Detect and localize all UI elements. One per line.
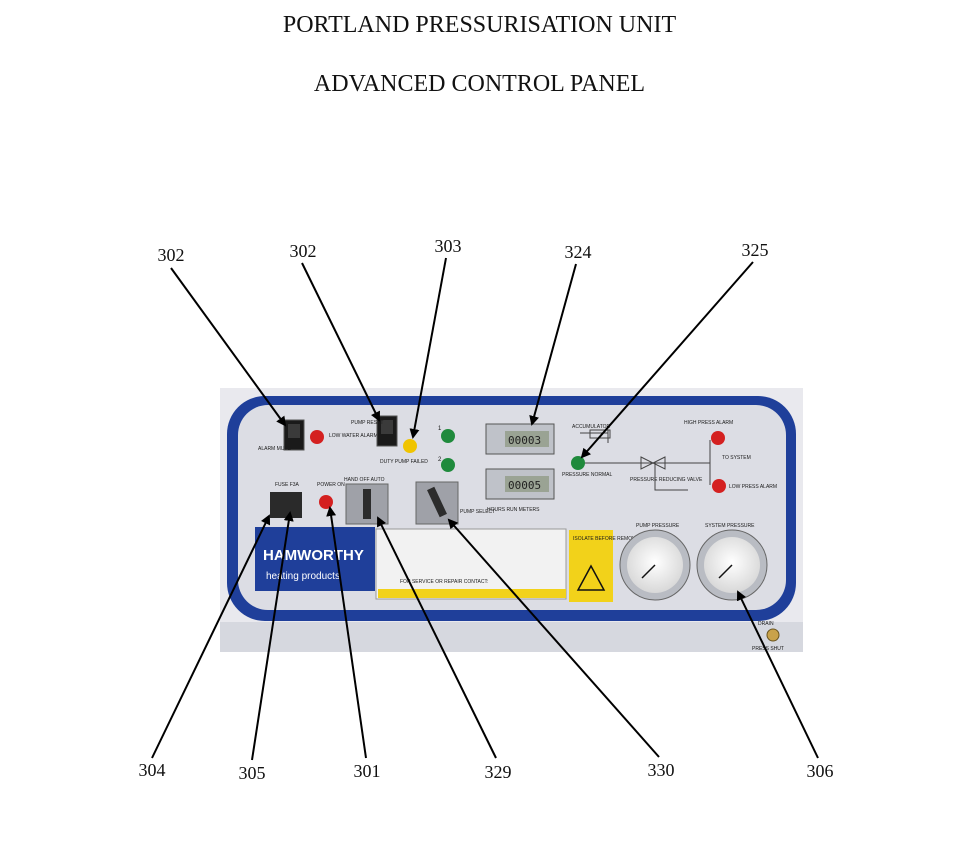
to-system-label: TO SYSTEM xyxy=(722,455,751,461)
isolate-warning-text: ISOLATE BEFORE REMOVING COVER xyxy=(573,536,664,542)
instructions-plate xyxy=(375,528,567,600)
pressure-normal-label: PRESSURE NORMAL xyxy=(562,472,613,478)
press-shut-label: PRESS SHUT xyxy=(752,646,784,652)
accumulator-symbol xyxy=(589,429,611,439)
leader-302-pump-reset xyxy=(301,262,380,422)
drain-label: DRAIN xyxy=(758,621,774,627)
pump-1-lamp xyxy=(441,429,455,443)
low-press-alarm-lamp xyxy=(712,479,726,493)
low-water-alarm-lamp xyxy=(310,430,324,444)
control-panel-photo: ALARM MUTE LOW WATER ALARM PUMP RESET DU… xyxy=(220,388,803,652)
power-on-lamp xyxy=(319,495,333,509)
pump-reset-label: PUMP RESET xyxy=(351,420,383,426)
brand-plate xyxy=(255,527,375,591)
pump-select-knob xyxy=(427,486,447,518)
hours-run-meter-2-display xyxy=(505,476,549,492)
duty-pump-failed-label: DUTY PUMP FAILED xyxy=(380,459,428,465)
pressure-reducing-valve-label: PRESSURE REDUCING VALVE xyxy=(630,477,703,483)
schematic-pipework xyxy=(580,430,711,491)
title-line-1: PORTLAND PRESSURISATION UNIT xyxy=(282,12,677,38)
callout-303-duty-pump-failed: 303 xyxy=(434,236,462,256)
hand-off-auto-knob xyxy=(363,489,371,519)
fuse-label: FUSE F3A xyxy=(275,482,300,488)
callout-329-hand-off-auto: 329 xyxy=(484,762,512,782)
pressure-reducing-valve-symbol xyxy=(640,456,666,470)
service-contact-label: FOR SERVICE OR REPAIR CONTACT: xyxy=(400,579,488,585)
pump-2-lamp xyxy=(441,458,455,472)
system-pressure-needle xyxy=(718,564,733,579)
brand-name: HAMWORTHY xyxy=(263,547,364,564)
callout-301-power-on: 301 xyxy=(353,761,381,781)
leader-302-alarm-mute xyxy=(170,267,287,427)
drain-valve[interactable] xyxy=(766,628,780,642)
leader-325-pressure-normal xyxy=(580,261,754,459)
duty-pump-failed-lamp xyxy=(403,439,417,453)
low-water-alarm-label: LOW WATER ALARM xyxy=(329,433,378,439)
callout-304-fuse: 304 xyxy=(138,760,166,780)
hours-run-meter-1-reading: 00003 xyxy=(508,434,541,447)
hand-off-auto-label: HAND OFF AUTO xyxy=(344,477,385,483)
alarm-mute-label: ALARM MUTE xyxy=(258,446,291,452)
callout-302-alarm-mute: 302 xyxy=(157,245,185,265)
high-press-alarm-lamp xyxy=(711,431,725,445)
warning-strip xyxy=(378,589,566,598)
pump-pressure-needle xyxy=(641,564,656,579)
panel-base xyxy=(220,622,803,652)
callout-324-hours-run-meter: 324 xyxy=(564,242,592,262)
pump-pressure-label: PUMP PRESSURE xyxy=(636,523,680,529)
leader-301-power-on xyxy=(326,506,367,759)
hours-run-meter-1-display xyxy=(505,431,549,447)
leader-330-pump-select xyxy=(447,518,660,758)
callout-306-system-pressure: 306 xyxy=(806,761,834,781)
callout-305-fuse-holder: 305 xyxy=(238,763,266,783)
leader-304-fuse xyxy=(151,514,271,759)
leader-324-hours-run-meter xyxy=(529,263,577,426)
title-line-2: ADVANCED CONTROL PANEL xyxy=(313,71,646,97)
brand-tagline: heating products xyxy=(266,571,340,582)
leader-306-system-pressure xyxy=(736,590,819,759)
leader-305-fuse-holder xyxy=(251,511,294,761)
hours-run-meters-label: HOURS RUN METERS xyxy=(487,507,540,513)
electrical-hazard-icon xyxy=(576,564,606,591)
callout-302-pump-reset: 302 xyxy=(289,241,317,261)
fuse-holder[interactable] xyxy=(270,492,302,518)
callout-330-pump-select: 330 xyxy=(647,760,675,780)
alarm-mute-rocker xyxy=(288,424,300,438)
accumulator-label: ACCUMULATOR xyxy=(572,424,611,430)
system-pressure-label: SYSTEM PRESSURE xyxy=(705,523,755,529)
power-on-label: POWER ON xyxy=(317,482,345,488)
leader-303-duty-pump-failed xyxy=(409,257,447,439)
pump-select-label: PUMP SELECT xyxy=(460,509,495,515)
low-press-alarm-label: LOW PRESS ALARM xyxy=(729,484,777,490)
pump-reset-rocker xyxy=(381,420,393,434)
leader-arrows xyxy=(151,257,819,761)
leader-329-hand-off-auto xyxy=(377,516,497,759)
pump-2-label: 2 xyxy=(438,457,442,463)
callout-325-pressure-normal: 325 xyxy=(741,240,769,260)
pump-1-label: 1 xyxy=(438,426,442,432)
pressure-normal-lamp xyxy=(571,456,585,470)
high-press-alarm-label: HIGH PRESS ALARM xyxy=(684,420,733,426)
hours-run-meter-2-reading: 00005 xyxy=(508,479,541,492)
